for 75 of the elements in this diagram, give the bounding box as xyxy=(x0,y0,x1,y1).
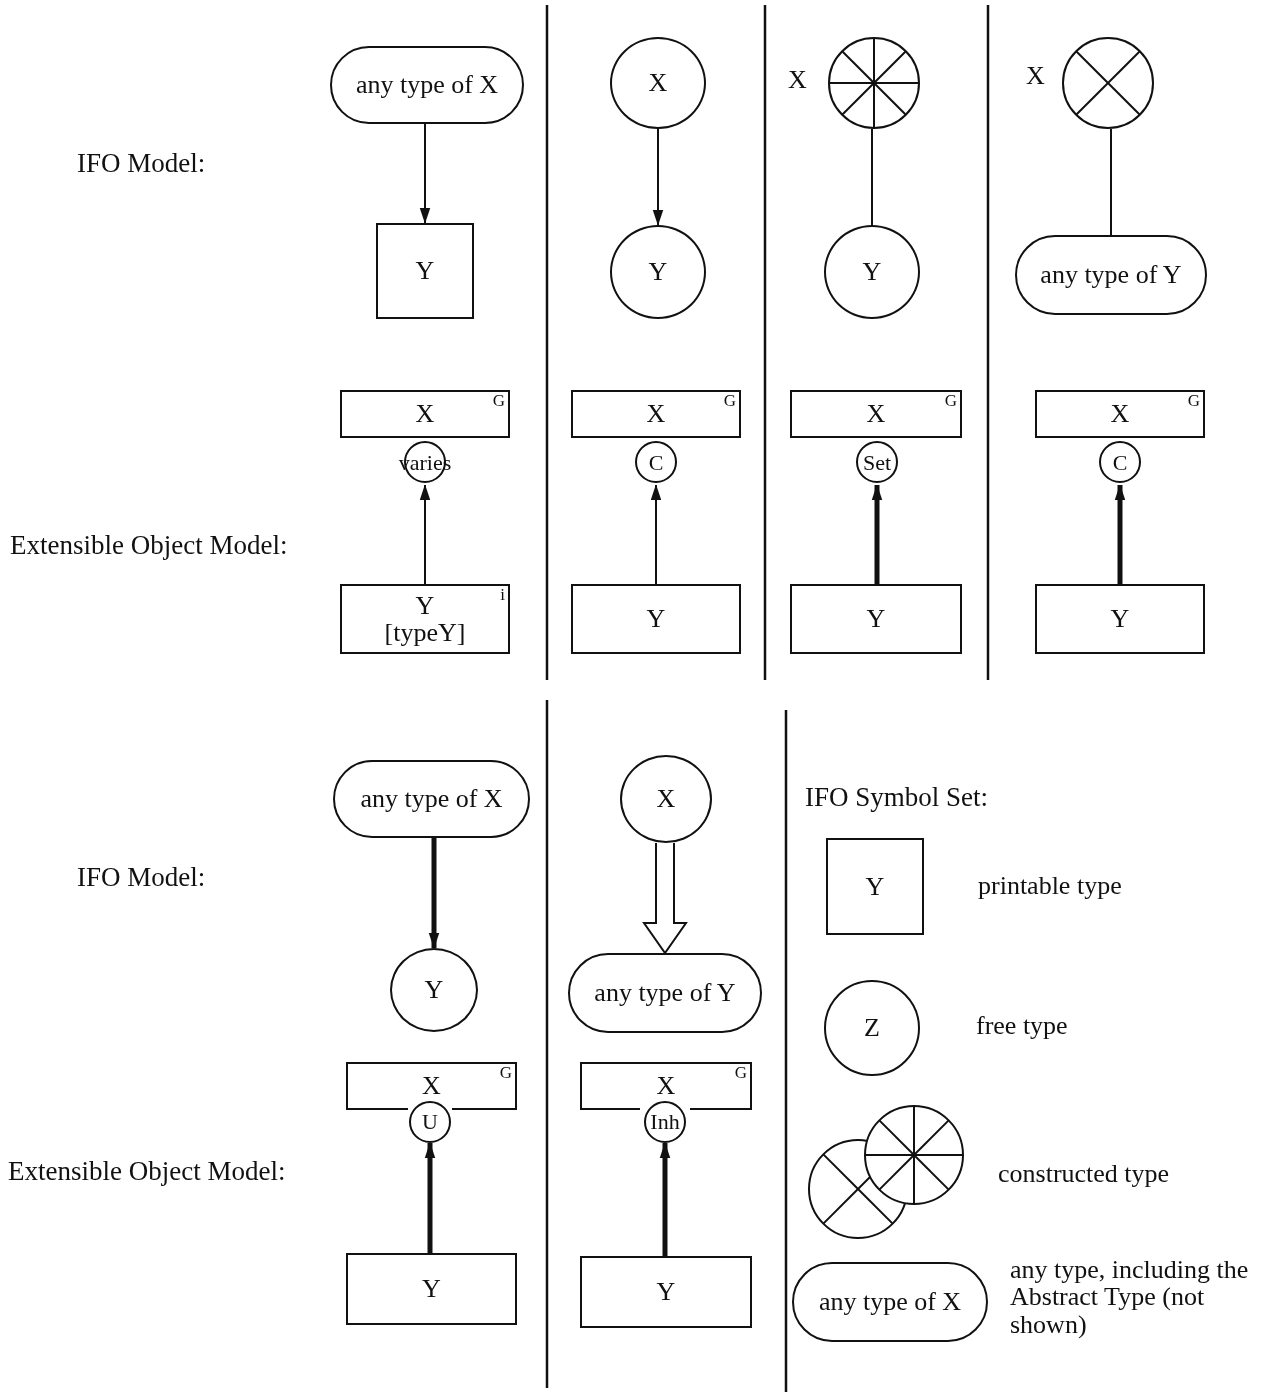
arrow xyxy=(419,484,431,585)
type-name: Z xyxy=(864,1014,880,1042)
type-name: Y xyxy=(862,258,882,286)
arrow xyxy=(424,1142,436,1253)
overlapping-circles-drawing xyxy=(808,1105,966,1241)
row-label: IFO Symbol Set: xyxy=(805,782,989,813)
type-name: Y xyxy=(415,257,435,285)
type-name: X xyxy=(1110,400,1130,428)
class-box xyxy=(580,1256,752,1328)
type-name: Y xyxy=(424,976,444,1004)
side-label: X xyxy=(788,66,808,94)
class-box xyxy=(340,390,510,438)
class-box xyxy=(571,390,741,438)
type-name: X xyxy=(656,785,676,813)
row-label: IFO Model: xyxy=(77,862,206,893)
arrow xyxy=(419,123,431,224)
type-name: Y xyxy=(646,605,666,633)
connector-line xyxy=(871,128,873,226)
type-name: Y [typeY] xyxy=(383,591,467,647)
type-name: X xyxy=(415,400,435,428)
corner-mark: G xyxy=(944,392,957,409)
type-name: Y xyxy=(422,1275,441,1303)
type-name: any type of Y xyxy=(594,979,736,1007)
side-label: free type xyxy=(976,1012,1069,1040)
class-box xyxy=(790,390,962,438)
block-arrow xyxy=(642,842,688,955)
type-name: Y xyxy=(648,258,668,286)
type-name: any type of Y xyxy=(1040,261,1182,289)
arrow xyxy=(650,484,662,585)
printable-type-box xyxy=(826,838,924,935)
class-box xyxy=(1035,390,1205,438)
corner-mark: G xyxy=(734,1064,747,1081)
row-label: Extensible Object Model: xyxy=(8,1156,286,1187)
arrow xyxy=(1114,484,1126,584)
side-label: any type, including the Abstract Type (not shown) xyxy=(1010,1256,1250,1338)
class-box xyxy=(1035,584,1205,654)
type-name: C xyxy=(648,451,664,475)
type-name: Inh xyxy=(650,1110,680,1134)
type-name: Y xyxy=(865,872,885,901)
connector-line xyxy=(1110,128,1112,236)
corner-mark: i xyxy=(500,586,505,603)
arrow xyxy=(652,128,664,226)
corner-mark: G xyxy=(1187,392,1200,409)
type-name: X xyxy=(866,400,886,428)
type-name: any type of X xyxy=(360,785,503,813)
type-name: Y xyxy=(1110,605,1130,633)
arrow xyxy=(871,484,883,584)
type-name: Set xyxy=(862,451,892,475)
row-label: Extensible Object Model: xyxy=(10,530,288,561)
side-label: X xyxy=(1026,62,1046,90)
type-name: C xyxy=(1112,451,1128,475)
type-name: X xyxy=(648,69,668,97)
corner-mark: G xyxy=(723,392,736,409)
type-name: any type of X xyxy=(818,1288,962,1316)
type-name: Y xyxy=(866,605,886,633)
corner-mark: G xyxy=(499,1064,512,1081)
class-box xyxy=(790,584,962,654)
class-box xyxy=(346,1253,517,1325)
class-box xyxy=(571,584,741,654)
printable-type-box xyxy=(376,223,474,319)
side-label: printable type xyxy=(978,872,1123,900)
class-box xyxy=(346,1062,517,1110)
type-name: U xyxy=(422,1110,438,1134)
side-label: constructed type xyxy=(998,1160,1171,1188)
type-name: X xyxy=(422,1072,441,1100)
arrow xyxy=(659,1142,671,1256)
arrow xyxy=(428,838,440,949)
row-label: IFO Model: xyxy=(77,148,206,179)
class-box xyxy=(340,584,510,654)
corner-mark: G xyxy=(492,392,505,409)
type-name: X xyxy=(646,400,666,428)
type-name: any type of X xyxy=(355,71,499,99)
type-name: Y xyxy=(656,1278,676,1306)
type-name: X xyxy=(656,1072,676,1100)
class-box xyxy=(580,1062,752,1110)
